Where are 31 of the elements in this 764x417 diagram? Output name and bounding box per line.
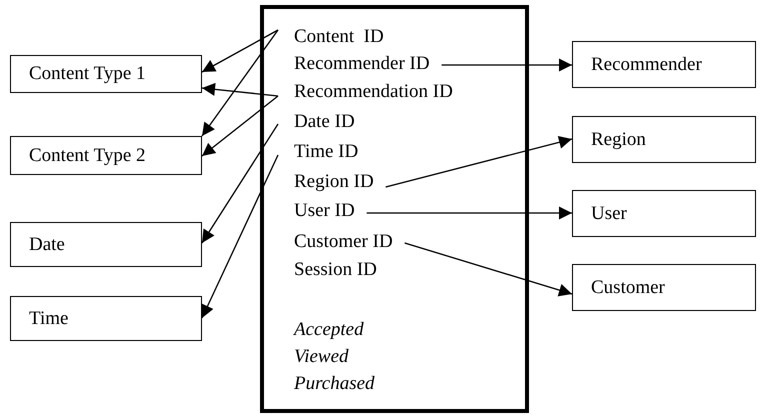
field-name: Customer ID [278, 230, 405, 254]
arrow [201, 124, 279, 244]
arrow [386, 136, 572, 188]
arrow [202, 82, 278, 97]
field-name: Recommendation ID [278, 80, 465, 104]
dimension-box: Date [10, 222, 202, 267]
measure-name: Purchased [294, 372, 375, 396]
field-name: Region ID [278, 170, 386, 194]
measure-name: Viewed [294, 345, 349, 369]
field-name: Date ID [278, 110, 367, 134]
arrow [202, 29, 278, 73]
arrow [442, 58, 572, 72]
dimension-box: Recommender [572, 41, 756, 88]
arrow [202, 96, 278, 156]
field-name: Time ID [278, 140, 370, 164]
dimension-box: Content Type 2 [10, 136, 202, 175]
dimension-box: Customer [572, 264, 756, 311]
field-name: User ID [278, 199, 367, 223]
arrow [404, 242, 572, 296]
dimension-box: User [572, 190, 756, 237]
arrow [201, 154, 279, 318]
fact-table-box [260, 5, 529, 413]
field-name: Content ID [278, 25, 396, 49]
dimension-box: Region [572, 116, 756, 163]
field-name: Session ID [278, 258, 389, 282]
field-name: Recommender ID [278, 52, 442, 76]
arrow [201, 30, 279, 136]
measure-name: Accepted [294, 318, 364, 342]
dimension-box: Content Type 1 [10, 55, 202, 93]
dimension-box: Time [10, 296, 202, 341]
arrow [366, 206, 572, 220]
